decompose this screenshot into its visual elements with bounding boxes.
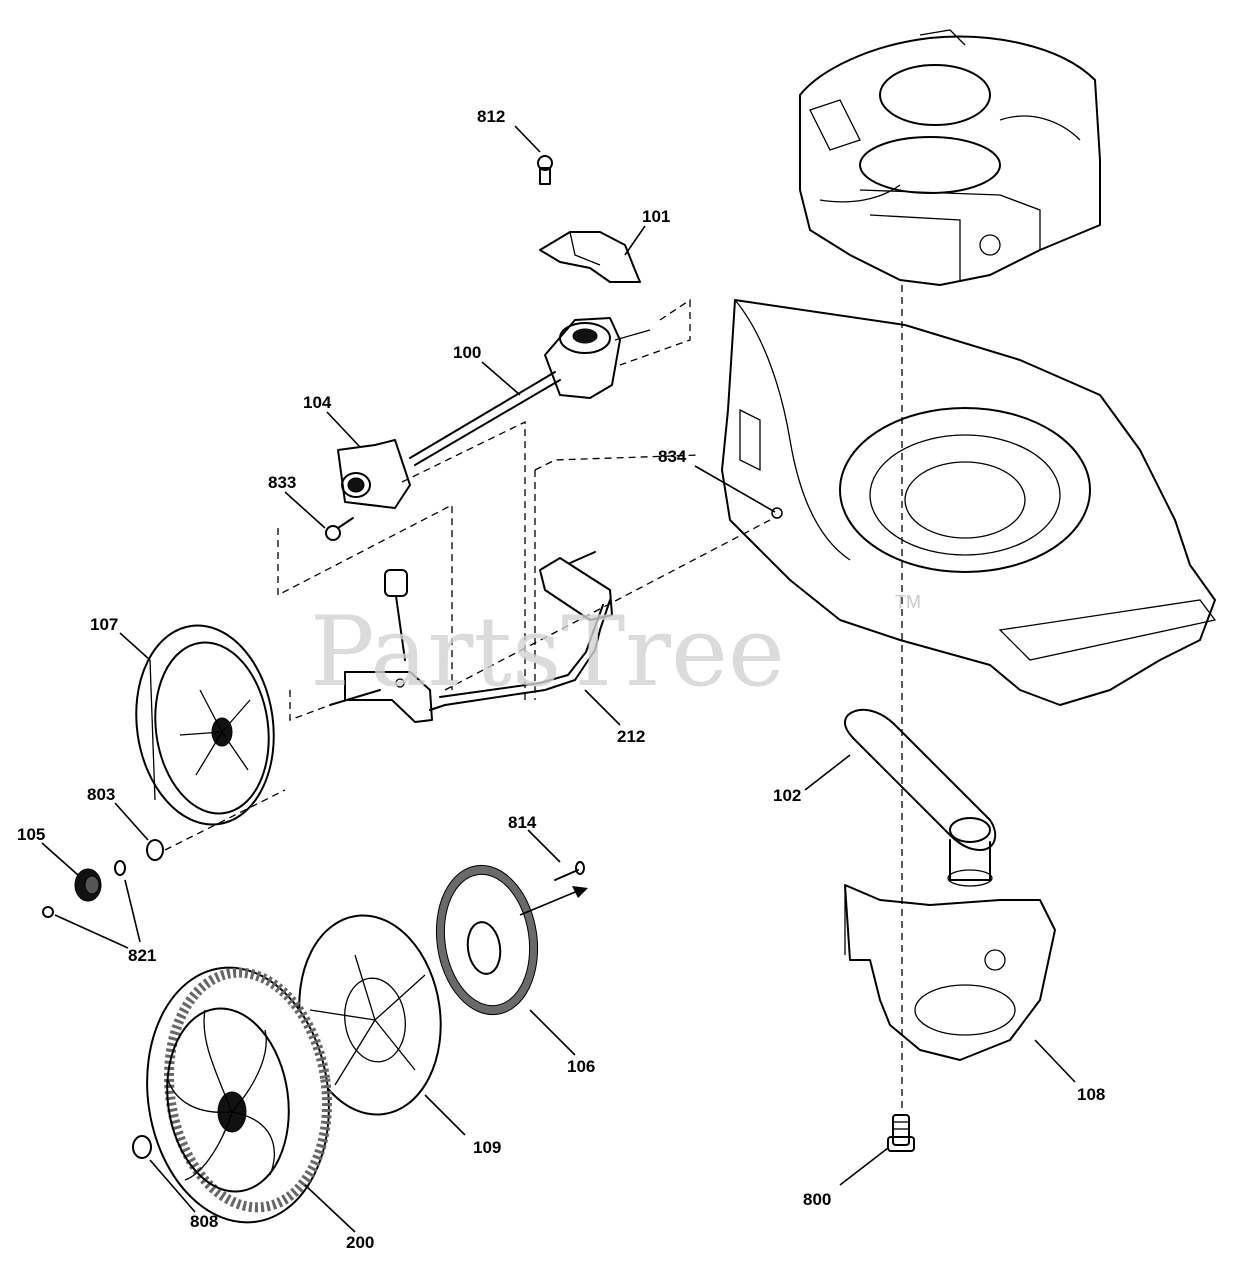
callout-label: 814 <box>508 813 537 832</box>
baffle-illustration <box>844 884 1056 1061</box>
watermark-text: PartsTree <box>310 596 785 708</box>
callout-label: 106 <box>567 1057 595 1076</box>
callout-labels: 812 101 100 104 834 833 107 212 102 803 … <box>17 107 1105 1252</box>
height-adjuster-illustration <box>329 551 613 723</box>
trans-dash <box>619 298 691 366</box>
cover-101-illustration <box>539 231 641 283</box>
callout-label: 808 <box>190 1212 218 1231</box>
callout-label: 800 <box>803 1190 831 1209</box>
deck-axle-dash <box>444 519 771 691</box>
wheel-200-illustration <box>146 966 332 1224</box>
callout-label: 108 <box>1077 1085 1105 1104</box>
callout-label: 212 <box>617 727 645 746</box>
lever-dash <box>289 690 331 721</box>
callout-label: 107 <box>90 615 118 634</box>
callout-label: 812 <box>477 107 505 126</box>
callout-label: 200 <box>346 1233 374 1252</box>
blade-illustration <box>843 708 997 887</box>
callout-label: 102 <box>773 786 801 805</box>
mower-deck-illustration <box>721 299 1217 706</box>
callout-label: 821 <box>128 946 156 965</box>
callout-label: 105 <box>17 825 45 844</box>
screw-814-illustration <box>554 861 585 881</box>
retainer-821-illustration <box>42 860 126 918</box>
leader-lines <box>41 125 1076 1233</box>
bolt-800-illustration <box>887 1114 915 1152</box>
screw-812-illustration <box>537 155 553 185</box>
wheel-107-illustration <box>135 624 275 826</box>
gear-106-illustration <box>435 864 539 1016</box>
pinion-105-illustration <box>74 868 102 902</box>
callout-label: 101 <box>642 207 670 226</box>
bearing-104-illustration <box>337 439 411 509</box>
callout-label: 104 <box>303 393 332 412</box>
axle-dash-a <box>401 420 526 700</box>
screw-833-illustration <box>325 517 354 541</box>
watermark-trademark: TM <box>895 592 921 612</box>
transmission-illustration <box>409 317 651 466</box>
callout-label: 803 <box>87 785 115 804</box>
callout-label: 109 <box>473 1138 501 1157</box>
bolt-808-illustration <box>132 1135 152 1159</box>
arrow-head <box>572 886 588 898</box>
callout-label: 100 <box>453 343 481 362</box>
washer-803-illustration <box>146 839 164 861</box>
wheel-107-dash <box>164 789 286 851</box>
callout-label: 834 <box>658 447 687 466</box>
arrow-line <box>519 889 581 916</box>
callout-label: 833 <box>268 473 296 492</box>
engine-illustration <box>799 29 1101 286</box>
